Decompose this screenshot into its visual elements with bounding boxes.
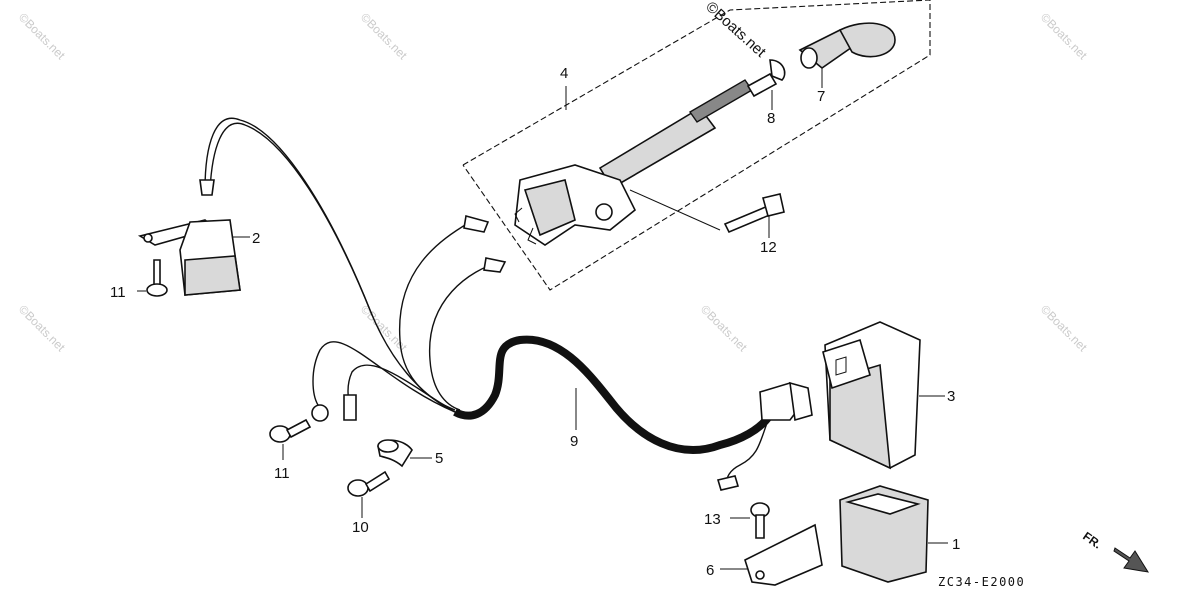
callout-2: 2 (252, 230, 260, 247)
bolt-upper[interactable] (146, 259, 168, 297)
callout-13: 13 (704, 511, 721, 528)
ignition-coil-group-box (462, 0, 931, 291)
callout-10: 10 (352, 519, 369, 536)
watermark: ©Boats.net (698, 302, 750, 354)
rubber-cover[interactable] (839, 485, 929, 583)
watermark: ©Boats.net (1038, 302, 1090, 354)
watermark: ©Boats.net (16, 10, 68, 62)
plug-cap-clip[interactable] (746, 59, 786, 98)
callout-12: 12 (760, 239, 777, 256)
bracket-module[interactable] (137, 219, 241, 296)
direction-label: FR. (1080, 529, 1104, 552)
callout-7: 7 (817, 88, 825, 105)
watermark: ©Boats.net (16, 302, 68, 354)
spark-plug-cap[interactable] (798, 22, 896, 70)
callout-1: 1 (952, 536, 960, 553)
callout-6: 6 (706, 562, 714, 579)
callout-11-lower: 11 (274, 465, 290, 482)
watermark-dark: ©Boats.net (702, 0, 769, 61)
callouts: 1 2 3 4 5 6 7 8 9 10 11 11 12 13 (110, 65, 960, 579)
callout-4: 4 (560, 65, 568, 82)
bracket-bolt[interactable] (750, 502, 770, 539)
mounting-bracket[interactable] (744, 523, 823, 586)
watermark: ©Boats.net (358, 302, 410, 354)
ignition-coil[interactable] (514, 79, 754, 246)
control-unit[interactable] (822, 321, 921, 470)
clamp-bolt[interactable] (347, 470, 391, 497)
coil-bolt[interactable] (723, 193, 785, 234)
callout-11-upper: 11 (110, 284, 126, 301)
callout-8: 8 (767, 110, 775, 127)
harness-clamp[interactable] (377, 439, 413, 468)
bolt-lower[interactable] (269, 418, 312, 443)
callout-9: 9 (570, 433, 578, 450)
front-direction-indicator: FR. (1080, 529, 1150, 573)
callout-3: 3 (947, 388, 955, 405)
diagram-code: ZC34-E2000 (938, 575, 1025, 589)
callout-5: 5 (435, 450, 443, 467)
wiring-harness[interactable] (199, 117, 813, 491)
watermark: ©Boats.net (358, 10, 410, 62)
watermark: ©Boats.net (1038, 10, 1090, 62)
leader-lines (137, 68, 948, 570)
direction-arrow-icon (1113, 547, 1150, 573)
